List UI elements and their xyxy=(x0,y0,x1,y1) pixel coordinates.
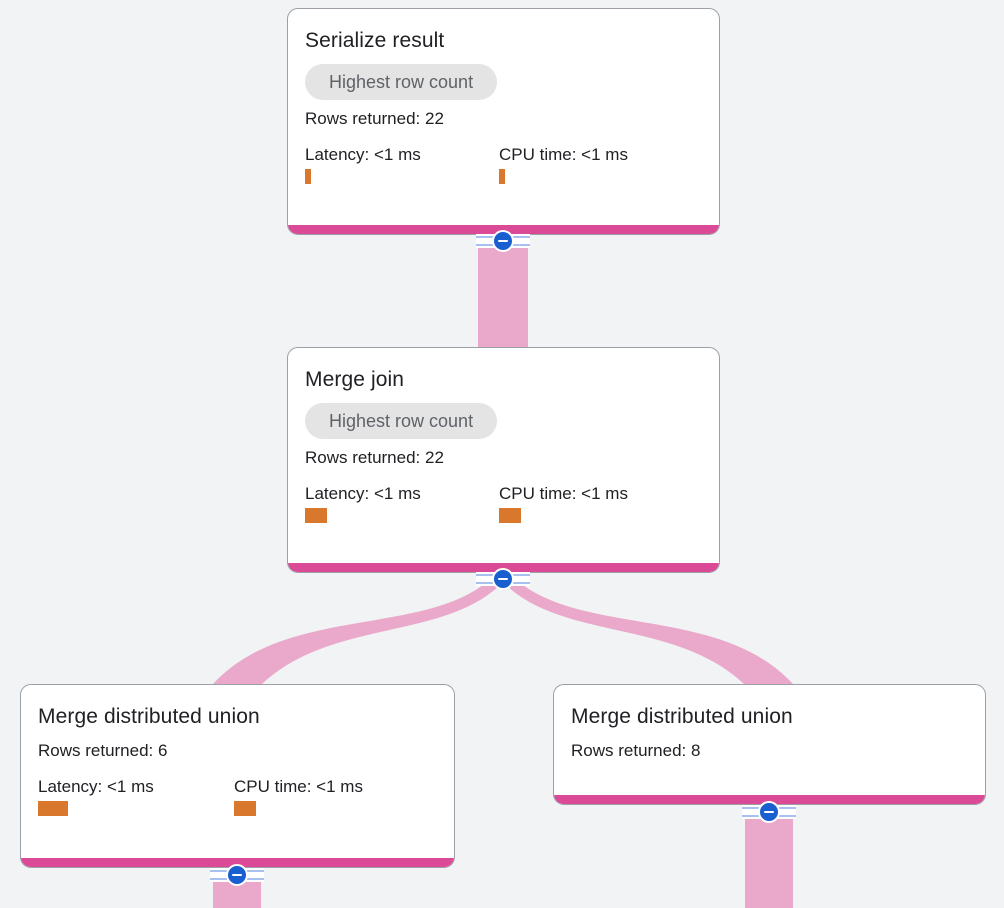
metric-latency: Latency: <1 ms xyxy=(305,483,499,523)
node-title: Serialize result xyxy=(305,29,445,52)
rows-returned: Rows returned: 6 xyxy=(38,741,168,760)
minus-icon[interactable] xyxy=(492,230,514,252)
metric-bar xyxy=(38,801,68,816)
metric-label: CPU time: <1 ms xyxy=(499,145,628,164)
minus-icon[interactable] xyxy=(758,801,780,823)
rows-returned: Rows returned: 8 xyxy=(571,741,701,760)
node-body: Merge distributed union Rows returned: 8 xyxy=(554,685,985,762)
rows-returned: Rows returned: 22 xyxy=(305,448,444,467)
execution-edge-bar xyxy=(288,563,719,572)
metric-bar xyxy=(305,169,311,184)
rows-returned: Rows returned: 22 xyxy=(305,109,444,128)
execution-edge-bar xyxy=(288,225,719,234)
node-title: Merge distributed union xyxy=(571,705,793,728)
metric-latency: Latency: <1 ms xyxy=(38,776,234,816)
collapse-toggle-serialize-result[interactable] xyxy=(476,229,530,253)
edge-left-union-to-merge-join xyxy=(213,582,499,684)
node-merge-distributed-union-right[interactable]: Merge distributed union Rows returned: 8 xyxy=(553,684,986,805)
metric-bar xyxy=(234,801,256,816)
metric-cpu-time: CPU time: <1 ms xyxy=(499,144,628,184)
node-merge-join[interactable]: Merge join Highest row count Rows return… xyxy=(287,347,720,573)
node-merge-distributed-union-left[interactable]: Merge distributed union Rows returned: 6… xyxy=(20,684,455,868)
node-body: Merge join Highest row count Rows return… xyxy=(288,348,719,523)
collapse-toggle-merge-distributed-union-right[interactable] xyxy=(742,800,796,824)
node-title: Merge distributed union xyxy=(38,705,260,728)
execution-edge-bar xyxy=(554,795,985,804)
metrics-row: Latency: <1 ms CPU time: <1 ms xyxy=(305,483,702,523)
edge-right-union-downstream xyxy=(745,810,793,908)
metric-bar xyxy=(305,508,327,523)
edge-merge-join-to-serialize-result xyxy=(478,244,528,347)
metric-cpu-time: CPU time: <1 ms xyxy=(499,483,628,523)
status-badge: Highest row count xyxy=(305,403,498,439)
metrics-row: Latency: <1 ms CPU time: <1 ms xyxy=(38,776,437,816)
metric-label: Latency: <1 ms xyxy=(305,484,421,503)
metric-label: CPU time: <1 ms xyxy=(499,484,628,503)
metric-cpu-time: CPU time: <1 ms xyxy=(234,776,363,816)
status-badge: Highest row count xyxy=(305,64,498,100)
execution-edge-bar xyxy=(21,858,454,867)
metric-bar xyxy=(499,508,521,523)
minus-icon[interactable] xyxy=(226,864,248,886)
metrics-row: Latency: <1 ms CPU time: <1 ms xyxy=(305,144,702,184)
metric-label: CPU time: <1 ms xyxy=(234,777,363,796)
node-serialize-result[interactable]: Serialize result Highest row count Rows … xyxy=(287,8,720,235)
metric-label: Latency: <1 ms xyxy=(305,145,421,164)
edge-right-union-to-merge-join xyxy=(507,582,793,684)
collapse-toggle-merge-distributed-union-left[interactable] xyxy=(210,863,264,887)
node-body: Serialize result Highest row count Rows … xyxy=(288,9,719,184)
metric-latency: Latency: <1 ms xyxy=(305,144,499,184)
collapse-toggle-merge-join[interactable] xyxy=(476,567,530,591)
metric-bar xyxy=(499,169,505,184)
minus-icon[interactable] xyxy=(492,568,514,590)
metric-label: Latency: <1 ms xyxy=(38,777,154,796)
node-title: Merge join xyxy=(305,368,405,391)
node-body: Merge distributed union Rows returned: 6… xyxy=(21,685,454,816)
